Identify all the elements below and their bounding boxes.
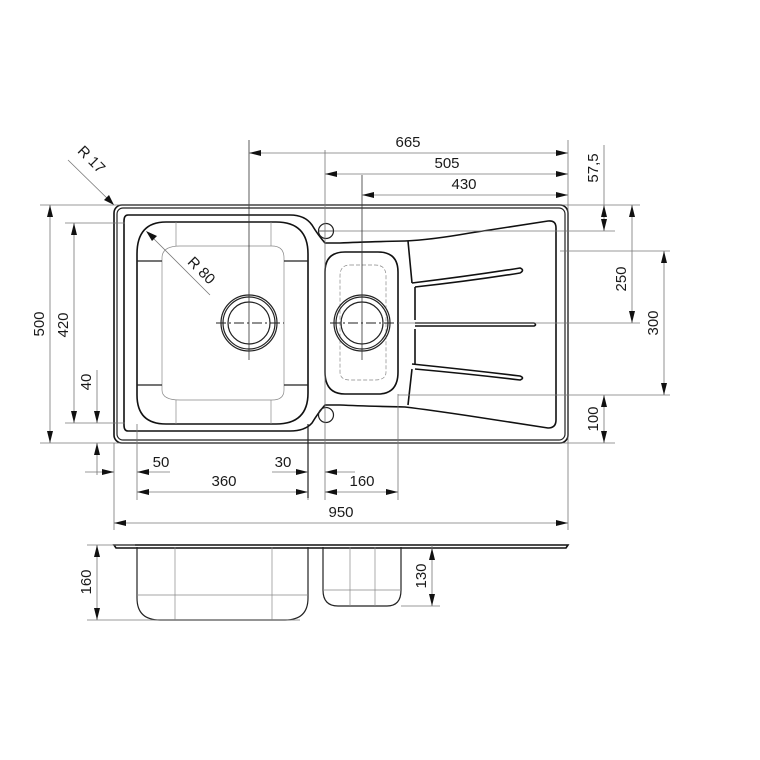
tap-hole-bottom (317, 406, 335, 424)
dim-430: 430 (451, 176, 476, 193)
section-dim-160: 160 (78, 569, 95, 594)
dim-950: 950 (328, 504, 353, 521)
section-view: 160 130 (78, 544, 570, 621)
dim-505: 505 (434, 155, 459, 172)
section-rim (112, 544, 570, 549)
dim-300: 300 (645, 310, 662, 335)
dim-160: 160 (349, 473, 374, 490)
dim-250: 250 (613, 266, 630, 291)
deck-outline (123, 214, 557, 432)
dim-500: 500 (31, 311, 48, 336)
dim-30: 30 (275, 454, 292, 471)
outer-rim-inner-edge (116, 207, 566, 441)
dim-360: 360 (211, 473, 236, 490)
section-main-bowl (136, 547, 309, 621)
dim-420: 420 (55, 312, 72, 337)
section-dim-130: 130 (413, 563, 430, 588)
radius-r17: R 17 (74, 143, 108, 177)
half-bowl (324, 251, 399, 395)
radius-r80: R 80 (184, 254, 218, 288)
main-bowl (136, 140, 309, 425)
plan-view (40, 140, 670, 530)
dim-57-5: 57,5 (585, 153, 602, 182)
dim-665: 665 (395, 134, 420, 151)
dim-50: 50 (153, 454, 170, 471)
dim-100: 100 (585, 406, 602, 431)
dimension-annotations: 665 505 430 57,5 250 300 100 5 (31, 134, 667, 526)
dim-40: 40 (78, 374, 95, 391)
section-half-bowl (322, 547, 402, 607)
